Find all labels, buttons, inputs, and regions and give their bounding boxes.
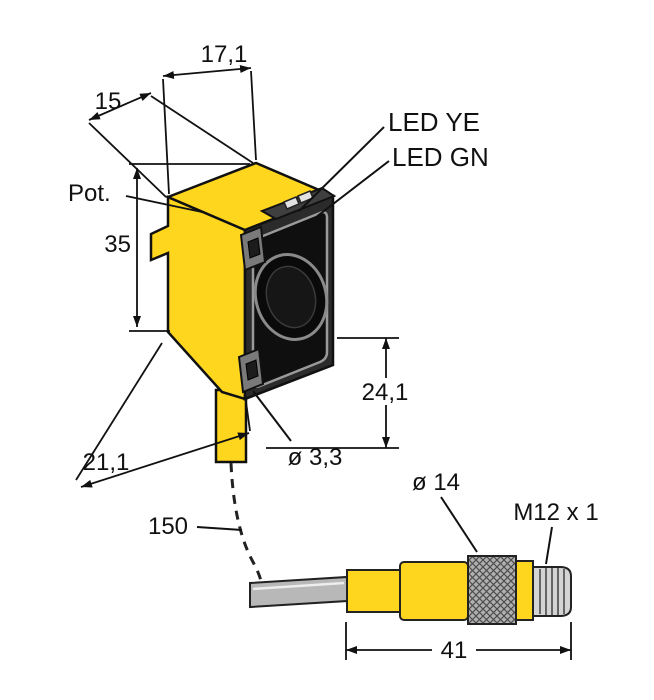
label-41: 41 [441, 637, 468, 664]
strain-relief-boot [346, 569, 401, 613]
cable-highlight [252, 581, 345, 591]
mounting-hole-bottom [245, 359, 259, 381]
body-left-face [149, 195, 247, 401]
dim-17-1-line [162, 65, 252, 79]
dimension-lines [75, 65, 572, 660]
dim-15-ext-right [150, 95, 254, 164]
label-24-1: 24,1 [362, 379, 409, 406]
labels: 17,1 15 LED YE LED GN Pot. 35 24,1 21,1 … [68, 41, 599, 664]
label-15: 15 [95, 88, 122, 115]
dim-21-1-line [80, 432, 250, 488]
cable-length-leader [196, 526, 243, 531]
dim-21-1-ext-right [245, 401, 251, 432]
dim-24-1-text-mask [359, 378, 413, 405]
dia-14-leader [440, 496, 478, 553]
label-21-1: 21,1 [83, 449, 130, 476]
m12-leader [545, 526, 553, 565]
cable-dashed-route [229, 462, 264, 587]
label-m12: M12 x 1 [513, 499, 598, 526]
dim-15-ext-left [88, 122, 167, 198]
label-pot: Pot. [68, 180, 111, 207]
dim-41-text-mask [432, 635, 476, 663]
cable [249, 575, 348, 609]
label-35: 35 [104, 231, 131, 258]
label-led-gn: LED GN [392, 142, 489, 172]
label-led-ye: LED YE [388, 107, 480, 137]
label-150: 150 [148, 513, 188, 540]
led-ye-leader [298, 126, 385, 212]
label-dia-14: ø 14 [412, 469, 460, 496]
dim-17-1-ext-left [162, 78, 170, 195]
knurled-ring [467, 555, 517, 625]
led-window-yellow [283, 196, 300, 210]
cable-assembly [229, 462, 572, 625]
mounting-hole-top [247, 237, 261, 259]
mounting-tab [214, 388, 248, 464]
sensor-lens-inner [265, 265, 317, 329]
dia-3-3-leader [252, 390, 292, 442]
spacer-ring [515, 560, 534, 621]
label-dia-3-3: ø 3,3 [288, 444, 343, 471]
thread-lines [539, 568, 565, 615]
sensor-body [149, 161, 337, 464]
dim-17-1-ext-right [250, 70, 257, 161]
label-17-1: 17,1 [201, 41, 248, 68]
dim-15-line [88, 92, 152, 121]
connector-body-yellow [399, 561, 469, 621]
led-gn-leader [310, 160, 390, 222]
